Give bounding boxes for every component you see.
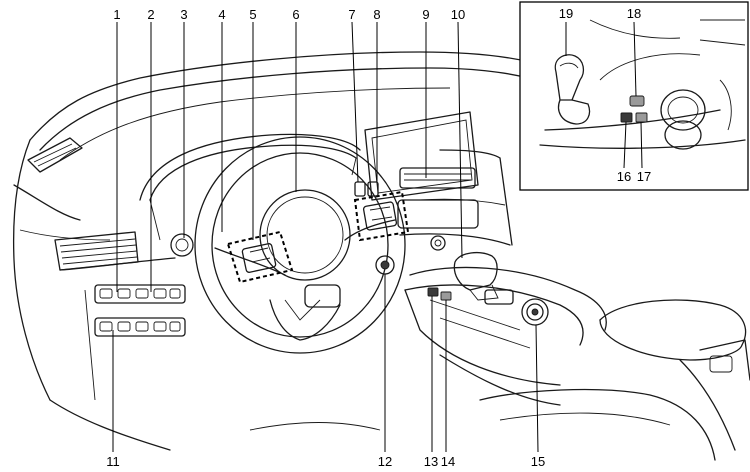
console-switches (427, 287, 452, 301)
callout-7: 7 (348, 7, 355, 22)
callout-6: 6 (292, 7, 299, 22)
steering-wheel (194, 136, 406, 354)
callout-19: 19 (559, 6, 573, 21)
callout-8: 8 (373, 7, 380, 22)
callout-14: 14 (441, 454, 455, 469)
callout-12: 12 (378, 454, 392, 469)
leader-lines (112, 21, 643, 453)
callout-5: 5 (249, 7, 256, 22)
shift-lever (453, 251, 514, 305)
center-display (364, 111, 479, 201)
switch-panel-upper (94, 284, 186, 304)
drive-mode-dial (521, 298, 549, 326)
callout-15: 15 (531, 454, 545, 469)
callout-1: 1 (113, 7, 120, 22)
callout-10: 10 (451, 7, 465, 22)
callout-3: 3 (180, 7, 187, 22)
callout-16: 16 (617, 169, 631, 184)
paddle-switches (354, 181, 379, 197)
center-vents (397, 167, 479, 251)
callout-labels: 1 2 3 4 5 6 7 8 9 10 11 12 13 14 15 16 1… (106, 6, 651, 469)
callout-18: 18 (627, 6, 641, 21)
callout-9: 9 (422, 7, 429, 22)
ignition-knob (170, 233, 194, 257)
callout-13: 13 (424, 454, 438, 469)
steering-switch-left (226, 230, 294, 284)
switch-panel-lower (94, 317, 186, 337)
armrest (599, 299, 750, 451)
dashboard (13, 51, 531, 451)
callout-2: 2 (147, 7, 154, 22)
floor-and-seat (249, 388, 716, 461)
left-side-vent (54, 231, 139, 271)
callout-4: 4 (218, 7, 225, 22)
instrument-cluster (139, 133, 361, 241)
steering-switch-right (353, 190, 410, 242)
left-corner-vent (27, 137, 83, 173)
callout-17: 17 (637, 169, 651, 184)
center-console (404, 266, 607, 406)
callout-11: 11 (106, 454, 120, 469)
